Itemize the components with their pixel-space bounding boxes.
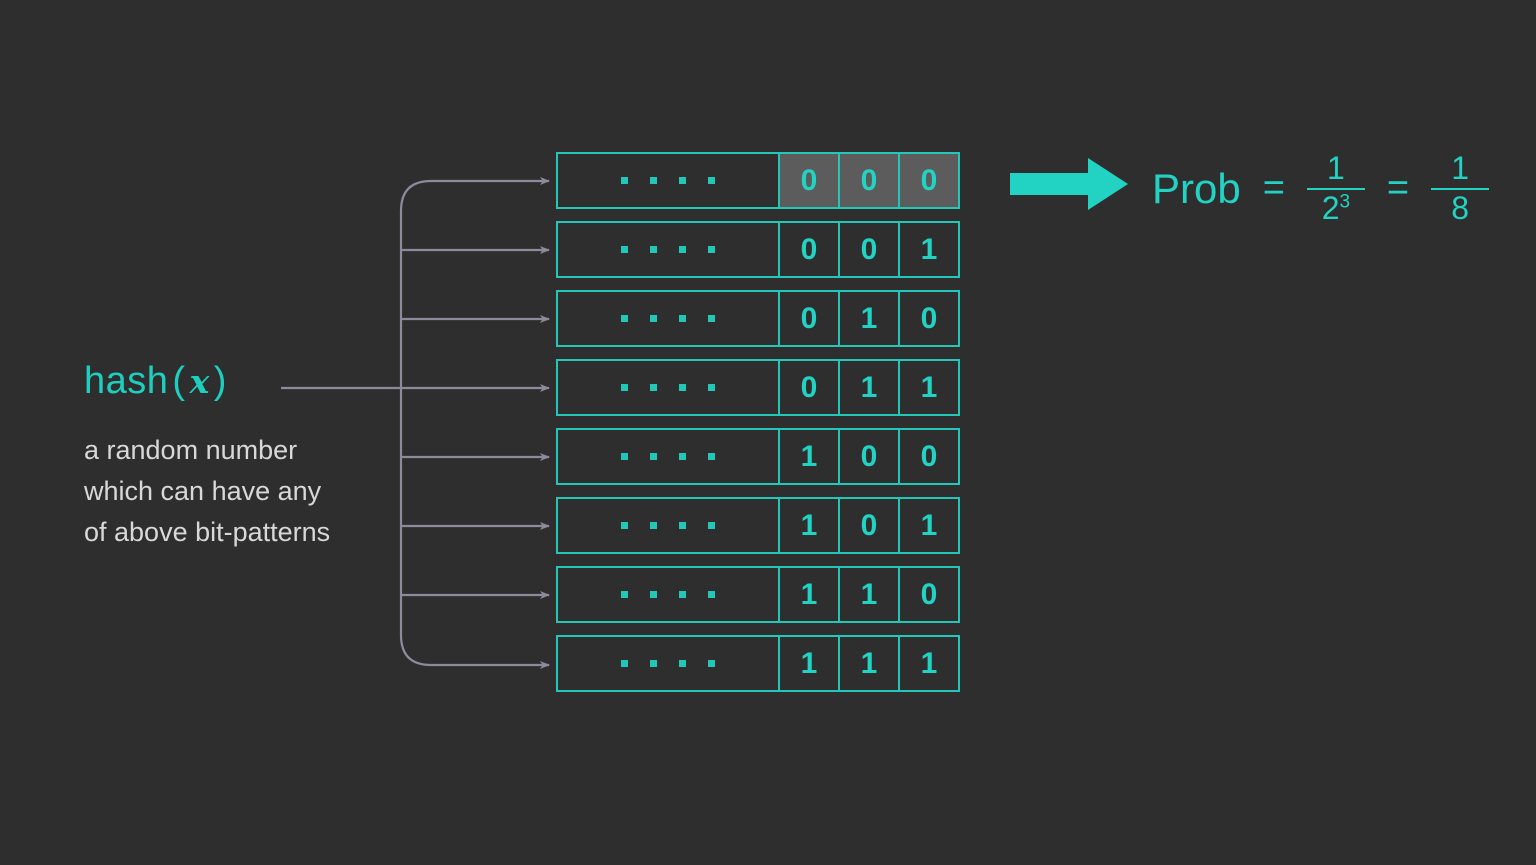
hash-paren-close: ) xyxy=(213,360,227,402)
bit-cell: 0 xyxy=(780,152,840,209)
bit-cell: 0 xyxy=(780,221,840,278)
bit-dot xyxy=(708,315,715,322)
bit-cell: 0 xyxy=(840,221,900,278)
right-arrow-icon xyxy=(1010,158,1128,210)
fraction-2-denominator: 8 xyxy=(1451,189,1470,226)
fraction-2-bar xyxy=(1431,187,1490,190)
bit-dot xyxy=(708,177,715,184)
bit-cell: 1 xyxy=(900,221,960,278)
bit-cell: 0 xyxy=(780,359,840,416)
bit-cell: 0 xyxy=(840,497,900,554)
bit-dot xyxy=(708,453,715,460)
bit-dot xyxy=(650,384,657,391)
bit-dot xyxy=(679,522,686,529)
bit-cell: 1 xyxy=(840,635,900,692)
ellipsis-bits-cell xyxy=(556,221,780,278)
bit-cell: 1 xyxy=(900,359,960,416)
bit-cell: 1 xyxy=(900,497,960,554)
bit-dot xyxy=(650,660,657,667)
bit-dot xyxy=(650,246,657,253)
fraction-2-numerator: 1 xyxy=(1451,150,1470,186)
bit-dot xyxy=(621,453,628,460)
fraction-1-denominator-exponent: 3 xyxy=(1339,190,1351,212)
ellipsis-bits-cell xyxy=(556,635,780,692)
hash-label-text: hash xyxy=(84,360,169,402)
bit-dot xyxy=(621,384,628,391)
bit-dot xyxy=(650,591,657,598)
ellipsis-bits-cell xyxy=(556,566,780,623)
bit-dot xyxy=(708,384,715,391)
fraction-1-numerator: 1 xyxy=(1327,150,1345,186)
bit-cell: 1 xyxy=(900,635,960,692)
bit-dot xyxy=(679,315,686,322)
ellipsis-bits-cell xyxy=(556,428,780,485)
bit-dot xyxy=(708,522,715,529)
bit-cell: 1 xyxy=(780,428,840,485)
connector-trunk xyxy=(399,179,432,667)
bit-cell: 0 xyxy=(900,152,960,209)
fraction-one-over-eight: 1 8 xyxy=(1431,150,1490,226)
hash-variable: x xyxy=(189,362,210,401)
ellipsis-bits-cell xyxy=(556,290,780,347)
probability-formula: Prob = 1 23 = 1 8 xyxy=(1152,150,1490,226)
ellipsis-bits-cell xyxy=(556,497,780,554)
prob-label: Prob xyxy=(1152,164,1241,212)
bit-cell: 1 xyxy=(840,359,900,416)
bit-cell: 1 xyxy=(840,566,900,623)
bit-dot xyxy=(621,660,628,667)
bit-dot xyxy=(650,522,657,529)
ellipsis-bits-cell xyxy=(556,359,780,416)
bit-cell: 0 xyxy=(780,290,840,347)
bit-dot xyxy=(679,384,686,391)
hash-paren-open: ( xyxy=(172,360,186,402)
bit-dot xyxy=(708,660,715,667)
bit-cell: 1 xyxy=(840,290,900,347)
equals-sign-1: = xyxy=(1262,167,1285,210)
bit-dot xyxy=(621,177,628,184)
bit-cell: 1 xyxy=(780,497,840,554)
bit-dot xyxy=(650,315,657,322)
bit-dot xyxy=(621,591,628,598)
bit-cell: 1 xyxy=(780,635,840,692)
bit-dot xyxy=(679,246,686,253)
bit-dot xyxy=(679,591,686,598)
bit-cell: 1 xyxy=(780,566,840,623)
bit-dot xyxy=(708,591,715,598)
bit-dot xyxy=(621,315,628,322)
fraction-1-bar xyxy=(1306,187,1365,190)
equals-sign-2: = xyxy=(1386,167,1410,210)
bit-dot xyxy=(708,246,715,253)
bit-dot xyxy=(621,246,628,253)
bit-dot xyxy=(679,660,686,667)
bit-dot xyxy=(650,177,657,184)
bit-cell: 0 xyxy=(900,290,960,347)
hash-function-label: hash(x) xyxy=(84,362,231,400)
fraction-1-denominator-base: 2 xyxy=(1321,189,1340,226)
bit-cell: 0 xyxy=(900,566,960,623)
bit-cell: 0 xyxy=(840,428,900,485)
bit-dot xyxy=(679,177,686,184)
bit-dot xyxy=(621,522,628,529)
fraction-one-over-two-cubed: 1 23 xyxy=(1306,150,1365,226)
fraction-1-denominator: 23 xyxy=(1314,190,1358,226)
bit-dot xyxy=(679,453,686,460)
bit-cell: 0 xyxy=(900,428,960,485)
bit-dot xyxy=(650,453,657,460)
bit-cell: 0 xyxy=(840,152,900,209)
ellipsis-bits-cell xyxy=(556,152,780,209)
hash-description-text: a random number which can have any of ab… xyxy=(84,435,331,547)
